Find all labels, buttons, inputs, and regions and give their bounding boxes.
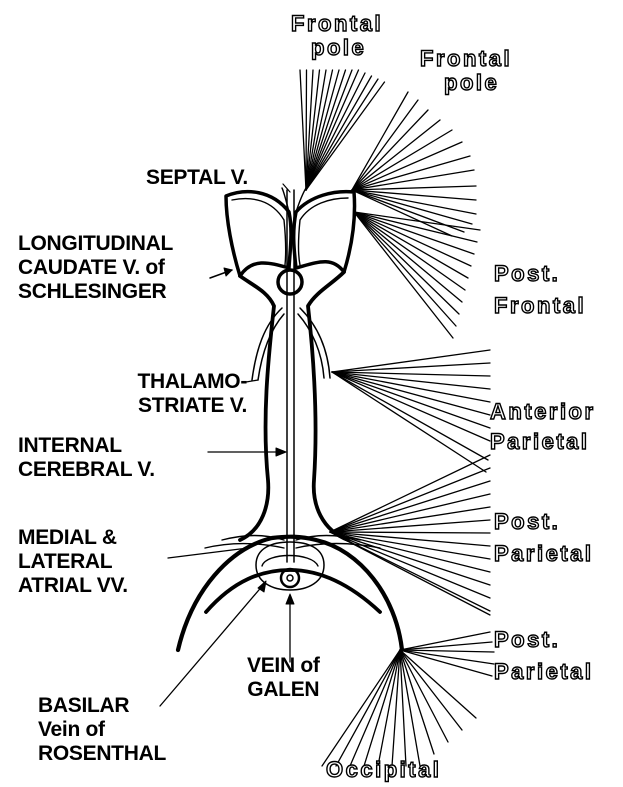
- occipital-vein-3: [350, 650, 400, 766]
- frontal-fan-vein-3: [352, 110, 428, 190]
- basilar-vein-arc: [256, 542, 324, 590]
- post-parietal-vein-3: [330, 481, 490, 532]
- label-basilar-vein: BASILAR Vein of ROSENTHAL: [38, 694, 166, 766]
- label-longitudinal-caudate: LONGITUDINAL CAUDATE V. of SCHLESINGER: [18, 232, 173, 304]
- anterior-parietal-vein-1: [332, 350, 490, 372]
- frontal-pole-fan: [300, 70, 385, 190]
- foramen-of-monro: [278, 270, 302, 294]
- frontal-fan-vein-11: [352, 190, 476, 214]
- post-parietal-lower-vein-1: [400, 632, 490, 650]
- right-frontal-horn: [294, 192, 355, 272]
- anterior-parietal-fan: [332, 350, 490, 472]
- occipital-fan: [322, 632, 494, 766]
- label-septal-v: SEPTAL V.: [146, 166, 248, 190]
- anterior-parietal-vein-6: [332, 372, 490, 415]
- occipital-vein-2: [336, 650, 400, 766]
- anterior-parietal-vein-8: [332, 372, 490, 441]
- label-frontal-pole-1: Frontal pole: [291, 12, 383, 60]
- occipital-vein-1: [322, 650, 400, 766]
- frontal-fan-vein-5: [352, 130, 452, 190]
- post-parietal-lower-vein-2: [400, 642, 492, 650]
- label-post-parietal-2: Post. Parietal: [494, 628, 594, 684]
- frontal-pole-vein-1: [300, 70, 306, 190]
- occipital-vein-11: [400, 650, 462, 730]
- post-frontal-vein-10: [354, 212, 453, 338]
- post-parietal-vein-5: [330, 507, 490, 532]
- label-thalamostriate: THALAMO- STRIATE V.: [118, 370, 247, 418]
- anterior-parietal-vein-2: [332, 363, 490, 372]
- label-vein-of-galen: VEIN of GALEN: [247, 654, 320, 702]
- anterior-parietal-vein-9: [332, 372, 488, 460]
- left-frontal-horn: [226, 192, 291, 276]
- occipital-vein-10: [400, 650, 448, 742]
- right-caudate-inner: [299, 198, 349, 265]
- label-post-frontal: Post. Frontal: [494, 262, 586, 318]
- label-frontal-pole-2: Frontal pole: [420, 47, 512, 95]
- label-medial-lateral-atrial: MEDIAL & LATERAL ATRIAL VV.: [18, 526, 128, 598]
- label-occipital: Occipital: [326, 758, 441, 782]
- post-parietal-vein-9: [330, 532, 490, 559]
- occipital-vein-4: [364, 650, 400, 766]
- vein-of-galen-core: [287, 575, 293, 581]
- label-internal-cerebral: INTERNAL CEREBRAL V.: [18, 434, 155, 482]
- upper-frontal-fan: [352, 92, 480, 338]
- basilar-inner: [262, 556, 318, 567]
- frontal-pole-vein-10: [306, 70, 359, 190]
- left-caudate-inner: [232, 199, 286, 265]
- label-anterior-parietal: Anterior Parietal: [490, 400, 596, 454]
- frontal-fan-vein-6: [352, 142, 462, 190]
- post-parietal-vein-12: [330, 532, 490, 598]
- post-frontal-vein-6: [354, 212, 465, 290]
- frontal-pole-vein-11: [306, 73, 365, 190]
- post-parietal-vein-1: [330, 455, 490, 532]
- label-post-parietal-1: Post. Parietal: [494, 510, 594, 566]
- post-parietal-vein-7: [330, 532, 490, 533]
- right-ventricle-body: [308, 272, 348, 540]
- post-frontal-vein-9: [354, 212, 456, 326]
